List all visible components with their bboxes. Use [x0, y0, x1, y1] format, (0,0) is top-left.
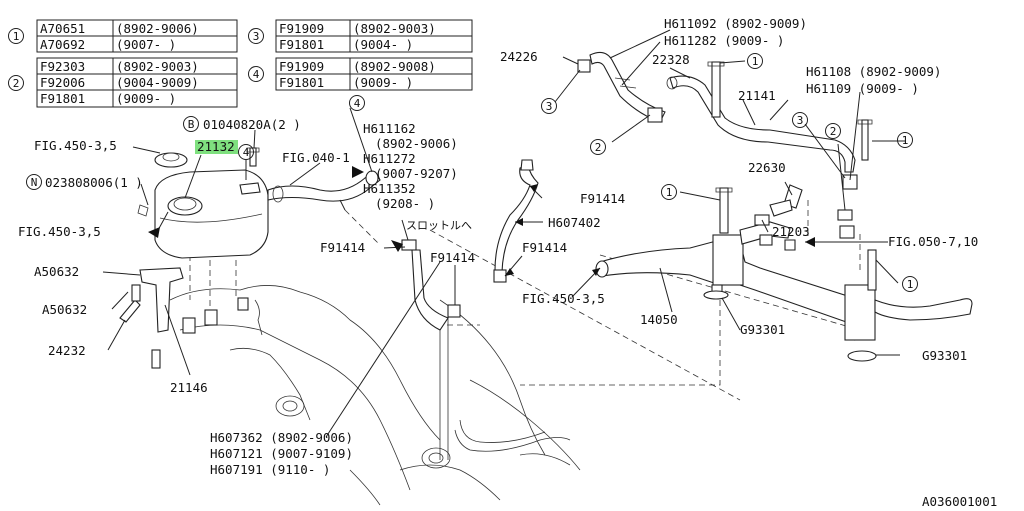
legend-4-number: 4 [253, 68, 260, 81]
label-h607191: H607191 (9110- ) [210, 462, 330, 477]
bracket [119, 267, 249, 369]
arrowheads [148, 166, 815, 276]
label-g93301-b: G93301 [922, 348, 967, 363]
legend-1-date-a: (8902-9006) [116, 21, 199, 36]
label-21141: 21141 [738, 88, 776, 103]
label-24226: 24226 [500, 49, 538, 64]
label-fig450-low: FIG.450-3,5 [522, 291, 605, 306]
legend-4-date-b: (9009- ) [353, 75, 413, 90]
label-22328: 22328 [652, 52, 690, 67]
label-21146: 21146 [170, 380, 208, 395]
label-fig040: FIG.040-1 [282, 150, 350, 165]
callout-1-c: 1 [666, 186, 673, 199]
legend-2-date-a: (8902-9003) [116, 59, 199, 74]
label-h611092: H611092 (8902-9009) [664, 16, 807, 31]
legend-group-4: 4 F91909 (8902-9008) F91801 (9009- ) [248, 57, 473, 91]
callout-2-a: 2 [595, 141, 602, 154]
leader-lines [102, 29, 905, 438]
label-a50632-b: A50632 [42, 302, 87, 317]
throttle-hose [401, 239, 461, 460]
label-22630: 22630 [748, 160, 786, 175]
label-n-part: 023808006(1 ) [45, 175, 143, 190]
label-b-part: 01040820A(2 ) [203, 117, 301, 132]
label-g93301-a: G93301 [740, 322, 785, 337]
legend-3-date-b: (9004- ) [353, 37, 413, 52]
callout-4-b: 4 [243, 146, 250, 159]
callout-1-a: 1 [752, 55, 759, 68]
label-21132: 21132 [197, 139, 235, 154]
label-f91414-c: F91414 [580, 191, 625, 206]
legend-2-part-b: F92006 [40, 75, 85, 90]
legend-2-date-b: (9004-9009) [116, 75, 199, 90]
callout-3-a: 3 [546, 100, 553, 113]
label-h611282: H611282 (9009- ) [664, 33, 784, 48]
legend-1-number: 1 [13, 30, 20, 43]
callout-1-d: 1 [907, 278, 914, 291]
label-h611162-date: (8902-9006) [375, 136, 458, 151]
legend-2-part-c: F91801 [40, 91, 85, 106]
label-b-circle: B [188, 118, 195, 131]
label-fig050: FIG.050-7,10 [888, 234, 978, 249]
legend-3-number: 3 [253, 30, 260, 43]
label-h607362: H607362 (8902-9006) [210, 430, 353, 445]
label-21203: 21203 [772, 224, 810, 239]
callout-4-a: 4 [354, 97, 361, 110]
water-pipe-21141 [666, 61, 856, 173]
label-24232: 24232 [48, 343, 86, 358]
reservoir-tank [137, 147, 269, 259]
legend-2-part-a: F92303 [40, 59, 85, 74]
label-h611352-date: (9208- ) [375, 196, 435, 211]
label-h607402: H607402 [548, 215, 601, 230]
highlight-21132 [195, 140, 238, 154]
label-h61108: H61108 (8902-9009) [806, 64, 941, 79]
label-fig450-top: FIG.450-3,5 [34, 138, 117, 153]
labels: FIG.450-3,5 B 01040820A(2 ) N 023808006(… [18, 16, 997, 509]
label-f91414-b: F91414 [430, 250, 475, 265]
label-h611352: H611352 [363, 181, 416, 196]
bolt-22328 [759, 234, 796, 251]
label-throttle: スロットルへ [406, 219, 472, 232]
legend-1-date-b: (9007- ) [116, 37, 176, 52]
label-14050: 14050 [640, 312, 678, 327]
label-a50632-a: A50632 [34, 264, 79, 279]
legend-1-part-a: A70651 [40, 21, 85, 36]
legend-4-part-a: F91909 [279, 59, 324, 74]
label-h611162: H611162 [363, 121, 416, 136]
legend-2-number: 2 [13, 77, 20, 90]
legend-3-date-a: (8902-9003) [353, 21, 436, 36]
label-ref-number: A036001001 [922, 494, 997, 509]
label-h611272: H611272 [363, 151, 416, 166]
legend-3-part-b: F91801 [279, 37, 324, 52]
legend-4-date-a: (8902-9008) [353, 59, 436, 74]
legend-group-2: 2 F92303 (8902-9003) F92006 (9004-9009) … [8, 57, 238, 108]
legend-2-date-c: (9009- ) [116, 91, 176, 106]
sensor-22630 [754, 184, 803, 226]
upper-hose [577, 51, 666, 123]
legend-group-3: 3 F91909 (8902-9003) F91801 (9004- ) [248, 19, 473, 53]
callout-2-b: 2 [830, 125, 837, 138]
label-f91414-d: F91414 [522, 240, 567, 255]
legend-3-part-a: F91909 [279, 21, 324, 36]
callout-circles: 4 4 3 2 1 3 2 1 1 1 [238, 53, 918, 292]
label-f91414-a: F91414 [320, 240, 365, 255]
callout-1-b: 1 [902, 134, 909, 147]
bypass-hose [493, 159, 539, 283]
engine-outline [169, 285, 581, 506]
legend-4-part-b: F91801 [279, 75, 324, 90]
label-fig450-mid: FIG.450-3,5 [18, 224, 101, 239]
label-h611272-date: (9007-9207) [375, 166, 458, 181]
water-pipe-14050 [595, 187, 973, 362]
label-n-circle: N [31, 176, 38, 189]
label-h607121: H607121 (9007-9109) [210, 446, 353, 461]
callout-3-b: 3 [797, 114, 804, 127]
legend-group-1: 1 A70651 (8902-9006) A70692 (9007- ) [8, 19, 238, 53]
legend-1-part-b: A70692 [40, 37, 85, 52]
label-h61109: H61109 (9009- ) [806, 81, 919, 96]
